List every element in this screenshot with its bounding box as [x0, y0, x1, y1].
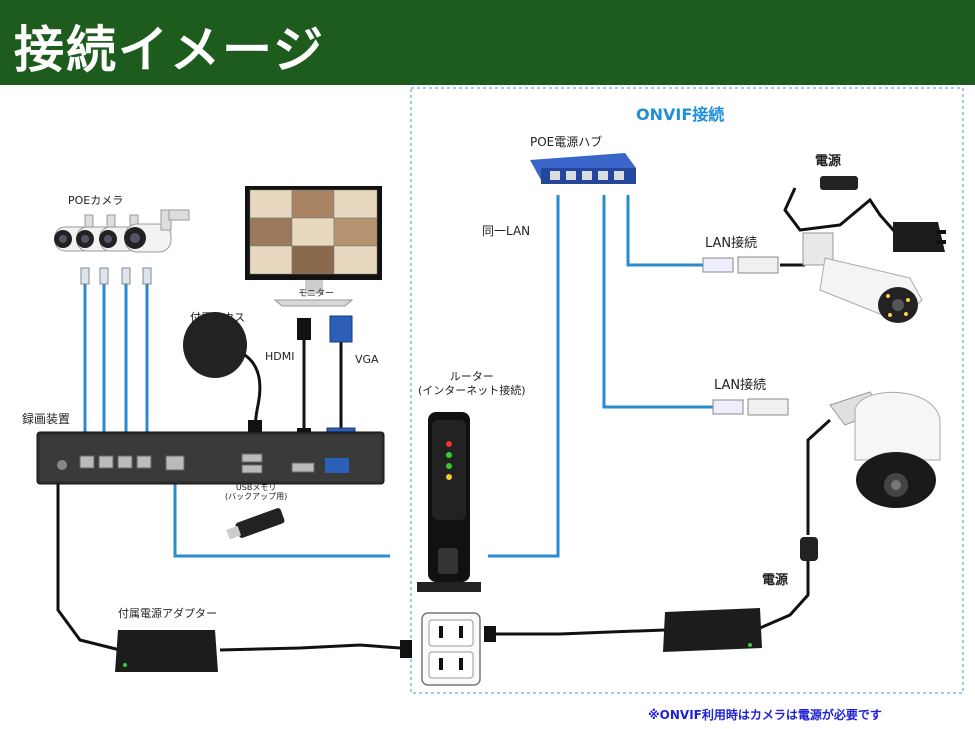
ptz-camera-icon	[829, 391, 941, 508]
top-power-adapter-icon	[893, 222, 946, 252]
vga-label: VGA	[355, 353, 379, 366]
poe-camera-label: POEカメラ	[68, 194, 124, 207]
hdmi-label: HDMI	[265, 350, 295, 363]
lan-bottom-label: LAN接続	[714, 378, 767, 393]
poe-cameras	[54, 209, 190, 285]
right-plug-icon	[484, 626, 496, 642]
black-cables	[56, 187, 897, 652]
header-bar: 接続イメージ	[0, 0, 975, 85]
top-dc-connector-icon	[820, 176, 858, 190]
mouse-icon	[183, 312, 247, 378]
onvif-title: ONVIF接続	[636, 105, 725, 124]
recorder-icon	[36, 431, 385, 485]
outlet-icon	[421, 612, 481, 686]
usb-memory-label: USBメモリ (バックアップ用)	[225, 483, 288, 501]
left-adapter-icon	[115, 630, 218, 672]
page-title: 接続イメージ	[14, 21, 325, 79]
router-icon	[417, 412, 481, 592]
monitor-icon	[245, 186, 382, 307]
hdmi-connector-icon	[297, 318, 311, 340]
router-label: ルーター (インターネット接続)	[418, 370, 526, 397]
bullet-camera-icon	[802, 232, 923, 323]
power-top-label: 電源	[815, 154, 842, 169]
poe-hub-label: POE電源ハブ	[530, 135, 603, 149]
power-bottom-label: 電源	[762, 573, 789, 588]
poe-hub-icon	[530, 153, 636, 184]
right-adapter-icon	[663, 608, 762, 652]
onvif-region-border	[410, 87, 964, 694]
monitor-label: モニター	[298, 289, 335, 299]
lan-cables	[83, 195, 715, 558]
mouse-label: 付属マウス	[190, 311, 245, 324]
recorder-label: 録画装置	[22, 412, 71, 426]
same-lan-label: 同一LAN	[482, 224, 531, 238]
footnote: ※ONVIF利用時はカメラは電源が必要です	[648, 708, 882, 722]
left-plug-icon	[400, 640, 412, 658]
adapter-label: 付属電源アダプター	[118, 607, 217, 620]
usb-stick-icon	[226, 508, 285, 540]
lan-top-label: LAN接続	[705, 236, 758, 251]
